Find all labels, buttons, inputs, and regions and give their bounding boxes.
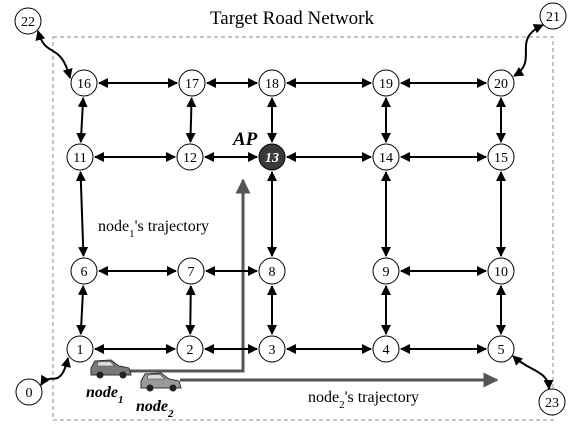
node-17-circle xyxy=(178,69,206,97)
node-16-label: 16 xyxy=(77,77,91,92)
node-10: 10 xyxy=(487,257,515,285)
node-19-circle xyxy=(372,69,400,97)
node-7: 7 xyxy=(177,257,205,285)
node-18-label: 18 xyxy=(265,77,279,92)
external-link-0-1 xyxy=(40,357,71,386)
node-9-circle xyxy=(372,257,400,285)
external-link-23-5 xyxy=(512,355,554,390)
node-15-circle xyxy=(487,143,515,171)
node-8-circle xyxy=(258,257,286,285)
car-icon-node2 xyxy=(140,372,182,392)
node-18-circle xyxy=(258,69,286,97)
node-15: 15 xyxy=(487,143,515,171)
node-1-label: 1 xyxy=(77,343,84,358)
node-0-label: 0 xyxy=(26,386,33,401)
node-11-circle xyxy=(66,143,94,171)
node-5-circle xyxy=(487,335,515,363)
node-12-circle xyxy=(176,143,204,171)
node-6-circle xyxy=(70,257,98,285)
node-23: 23 xyxy=(538,388,566,416)
car-icon-node1 xyxy=(90,359,132,379)
node1-trajectory-path xyxy=(95,178,251,373)
vehicle-node2-label: node2 xyxy=(136,398,174,420)
node-13-circle xyxy=(258,143,286,171)
node-3-circle xyxy=(258,335,286,363)
node-8: 8 xyxy=(258,257,286,285)
node-12-label: 12 xyxy=(183,151,197,166)
road-link-7-2 xyxy=(185,284,196,336)
node-4: 4 xyxy=(372,335,400,363)
node-20-circle xyxy=(487,69,515,97)
node-2-circle xyxy=(176,335,204,363)
node-0-circle xyxy=(15,378,43,406)
node-6-label: 6 xyxy=(81,265,88,280)
node-7-circle xyxy=(177,257,205,285)
node-2-label: 2 xyxy=(187,343,194,358)
node-10-circle xyxy=(487,257,515,285)
node-13: 13 xyxy=(258,143,286,171)
node-1: 1 xyxy=(66,335,94,363)
node-23-label: 23 xyxy=(545,396,559,411)
node-16: 16 xyxy=(70,69,98,97)
node-4-circle xyxy=(372,335,400,363)
external-link-21-20 xyxy=(513,24,544,77)
node-16-circle xyxy=(70,69,98,97)
node-19: 19 xyxy=(372,69,400,97)
node1-trajectory-label: node1's trajectory xyxy=(98,218,209,240)
node-12: 12 xyxy=(176,143,204,171)
node2-trajectory-label: node2's trajectory xyxy=(308,389,419,411)
node-10-label: 10 xyxy=(494,265,508,280)
node-3: 3 xyxy=(258,335,286,363)
node-22-circle xyxy=(14,7,42,35)
node-2: 2 xyxy=(176,335,204,363)
node-18: 18 xyxy=(258,69,286,97)
node-22-label: 22 xyxy=(21,15,35,30)
node-5: 5 xyxy=(487,335,515,363)
node-17: 17 xyxy=(178,69,206,97)
node-9: 9 xyxy=(372,257,400,285)
node-5-label: 5 xyxy=(498,343,505,358)
vehicle-layer xyxy=(90,359,182,392)
node-8-label: 8 xyxy=(269,265,276,280)
road-link-16-11 xyxy=(76,96,88,144)
node-4-label: 4 xyxy=(383,343,390,358)
node-22: 22 xyxy=(14,7,42,35)
road-link-6-1 xyxy=(76,284,88,336)
node-0: 0 xyxy=(15,378,43,406)
node-21-circle xyxy=(539,2,567,30)
node-21-label: 21 xyxy=(546,10,560,25)
access-point-label: AP xyxy=(232,129,258,150)
node-19-label: 19 xyxy=(379,77,393,92)
external-link-22-16 xyxy=(35,30,73,79)
node-21: 21 xyxy=(539,2,567,30)
diagram-title: Target Road Network xyxy=(210,8,374,29)
node-3-label: 3 xyxy=(269,343,276,358)
node-11-label: 11 xyxy=(73,151,86,166)
node-20-label: 20 xyxy=(494,77,508,92)
road-link-11-6 xyxy=(75,170,89,258)
node-7-label: 7 xyxy=(188,265,195,280)
node-13-label: 13 xyxy=(265,151,279,166)
node-15-label: 15 xyxy=(494,151,508,166)
node-14-label: 14 xyxy=(379,151,393,166)
trajectory-layer xyxy=(95,178,499,388)
node-14: 14 xyxy=(372,143,400,171)
node-14-circle xyxy=(372,143,400,171)
node-11: 11 xyxy=(66,143,94,171)
vehicle-node1-label: node1 xyxy=(86,384,124,406)
node-1-circle xyxy=(66,335,94,363)
road-link-17-12 xyxy=(185,96,197,144)
link-layer xyxy=(35,24,554,390)
node-6: 6 xyxy=(70,257,98,285)
node-17-label: 17 xyxy=(185,77,199,92)
node-20: 20 xyxy=(487,69,515,97)
node-9-label: 9 xyxy=(383,265,390,280)
node-23-circle xyxy=(538,388,566,416)
